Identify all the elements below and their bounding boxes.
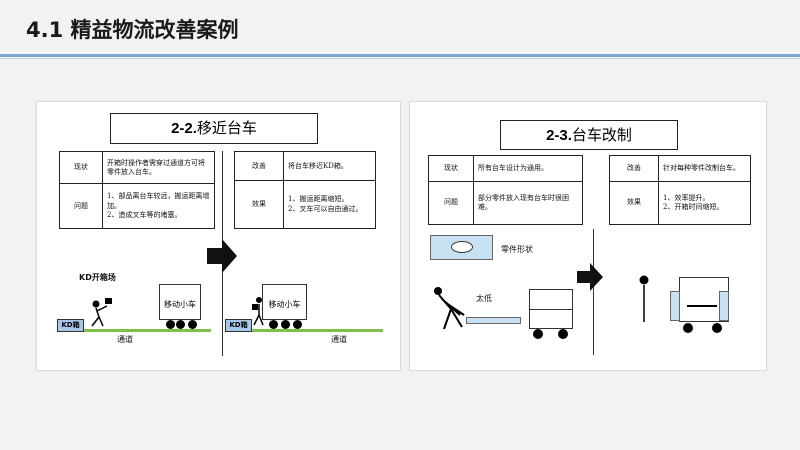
right-after-table: 改善 针对每种零件改制台车。 效果 1、效率提升。 2、开箱时间缩短。 — [609, 154, 751, 225]
left-panel: 2-2.移近台车 现状 开箱时操作者需穿过通道方可将零件放入台车。 问题 1、部… — [36, 101, 401, 371]
part-low — [466, 317, 521, 324]
custom-cart-bar — [687, 305, 717, 307]
left-after-row1-label: 改善 — [234, 150, 284, 182]
aisle-after — [252, 329, 383, 332]
left-heading-text: 移近台车 — [196, 119, 257, 137]
right-arrow-icon — [207, 239, 237, 273]
kd-box-after: KD箱 — [225, 319, 252, 332]
worker-bending-icon — [434, 287, 465, 330]
right-before-table: 现状 所有台车设计为通用。 问题 部分零件放入现有台车时很困难。 — [428, 154, 583, 225]
custom-cart-wheel-left — [683, 323, 693, 333]
aisle-before — [84, 329, 211, 332]
table-row: 效果 1、效率提升。 2、开箱时间缩短。 — [609, 181, 751, 225]
right-after-row2-label: 效果 — [609, 181, 659, 225]
generic-cart-wheel-left — [533, 329, 543, 339]
left-panel-content: 2-2.移近台车 现状 开箱时操作者需穿过通道方可将零件放入台车。 问题 1、部… — [49, 109, 389, 362]
table-row: 效果 1、搬运距离缩短。 2、叉车可以自由通过。 — [234, 180, 376, 229]
left-after-row2-text: 1、搬运距离缩短。 2、叉车可以自由通过。 — [283, 180, 376, 229]
cart-before-wheel-right — [188, 320, 197, 329]
part-shape-label: 零件形状 — [501, 245, 533, 254]
aisle-after-label: 通道 — [331, 335, 347, 344]
kd-area-label: KD开箱场 — [79, 273, 116, 282]
right-row2-text: 部分零件放入现有台车时很困难。 — [473, 181, 583, 225]
left-row1-label: 现状 — [59, 150, 103, 185]
table-row: 改善 针对每种零件改制台车。 — [609, 154, 751, 183]
custom-cart-part-right — [719, 291, 729, 321]
cart-after-wheel-middle — [281, 320, 290, 329]
right-arrow-icon — [577, 263, 603, 291]
right-after-row2-text: 1、效率提升。 2、开箱时间缩短。 — [658, 181, 751, 225]
cart-before-wheel-middle — [176, 320, 185, 329]
left-row2-label: 问题 — [59, 183, 103, 229]
table-row: 现状 所有台车设计为通用。 — [428, 154, 583, 183]
part-shape-oval — [451, 241, 473, 253]
table-row: 问题 部分零件放入现有台车时很困难。 — [428, 181, 583, 225]
title-divider-thin — [0, 58, 800, 59]
cart-after-wheel-right — [293, 320, 302, 329]
right-after-row1-text: 针对每种零件改制台车。 — [658, 154, 751, 183]
right-heading-number: 2-3. — [546, 127, 572, 144]
cart-before: 移动小车 — [159, 284, 201, 320]
left-row1-text: 开箱时操作者需穿过通道方可将零件放入台车。 — [102, 150, 215, 185]
aisle-before-label: 通道 — [117, 335, 133, 344]
worker-standing-icon — [639, 275, 649, 322]
worker-before-icon — [91, 298, 112, 327]
left-heading: 2-2.移近台车 — [110, 113, 318, 144]
right-row1-label: 现状 — [428, 154, 474, 183]
right-heading-text: 台车改制 — [571, 126, 632, 144]
left-after-row2-label: 效果 — [234, 180, 284, 229]
custom-cart-wheel-right — [712, 323, 722, 333]
right-row2-label: 问题 — [428, 181, 474, 225]
cart-after-wheel-left — [269, 320, 278, 329]
left-before-table: 现状 开箱时操作者需穿过通道方可将零件放入台车。 问题 1、部品离台车较远，搬运… — [59, 150, 215, 229]
right-heading: 2-3.台车改制 — [500, 120, 678, 150]
too-low-label: 太低 — [476, 294, 492, 303]
table-row: 问题 1、部品离台车较远，搬运距离增加。 2、造成叉车等的堵塞。 — [59, 183, 215, 229]
right-divider-line — [593, 229, 594, 355]
left-after-row1-text: 将台车移近KD箱。 — [283, 150, 376, 182]
generic-cart-shelf — [529, 309, 573, 310]
title-divider — [0, 54, 800, 57]
right-row1-text: 所有台车设计为通用。 — [473, 154, 583, 183]
left-row2-text: 1、部品离台车较远，搬运距离增加。 2、造成叉车等的堵塞。 — [102, 183, 215, 229]
page-title: 4.1 精益物流改善案例 — [26, 18, 239, 42]
generic-cart-wheel-right — [558, 329, 568, 339]
kd-box-before: KD箱 — [57, 319, 84, 332]
custom-cart-part-left — [670, 291, 680, 321]
left-heading-number: 2-2. — [171, 120, 197, 137]
right-panel-content: 2-3.台车改制 现状 所有台车设计为通用。 问题 部分零件放入现有台车时很困难… — [425, 117, 755, 357]
table-row: 改善 将台车移近KD箱。 — [234, 150, 376, 182]
cart-before-wheel-left — [166, 320, 175, 329]
table-row: 现状 开箱时操作者需穿过通道方可将零件放入台车。 — [59, 150, 215, 185]
right-panel: 2-3.台车改制 现状 所有台车设计为通用。 问题 部分零件放入现有台车时很困难… — [409, 101, 767, 371]
cart-after: 移动小车 — [262, 284, 307, 320]
right-after-row1-label: 改善 — [609, 154, 659, 183]
left-after-table: 改善 将台车移近KD箱。 效果 1、搬运距离缩短。 2、叉车可以自由通过。 — [234, 150, 376, 229]
worker-after-icon — [252, 297, 264, 326]
